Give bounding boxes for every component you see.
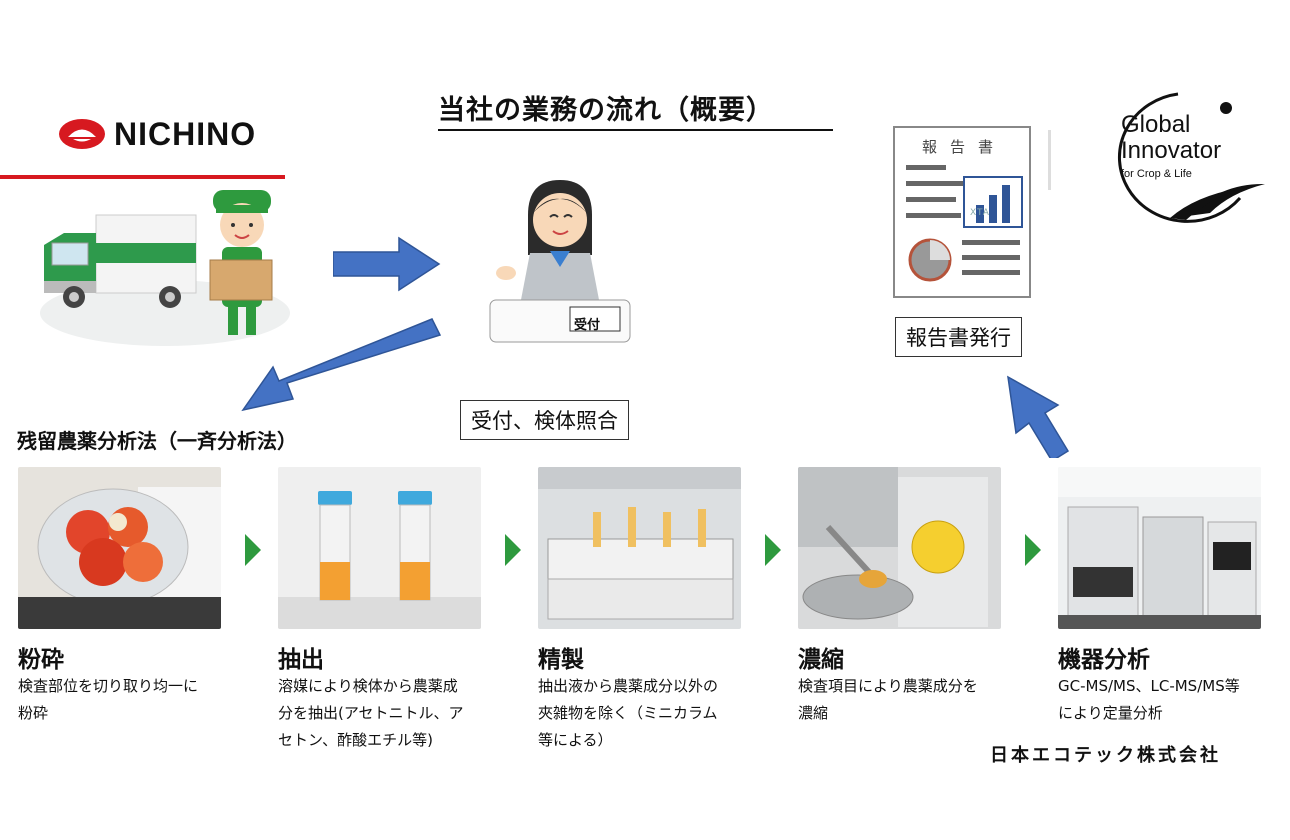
section-title: 残留農薬分析法（一斉分析法） xyxy=(17,429,297,453)
step-desc-1: 検査部位を切り取り均一に 粉砕 xyxy=(18,677,199,722)
report-label: 報告書発行 xyxy=(895,317,1022,357)
step-photo-extraction xyxy=(278,467,481,629)
reception-label: 受付、検体照合 xyxy=(460,400,629,440)
step-photo-instrument-analysis xyxy=(1058,467,1261,629)
step-title-4: 濃縮 xyxy=(798,647,844,673)
step-photo-purification xyxy=(538,467,741,629)
step-photo-crushing xyxy=(18,467,221,629)
step-title-3: 精製 xyxy=(538,647,584,673)
flow-arrow-up-left xyxy=(1007,375,1070,458)
step-arrow-4 xyxy=(1025,534,1041,566)
step-desc-3: 抽出液から農薬成分以外の 夾雑物を除く（ミニカラム 等による） xyxy=(538,677,719,749)
report-doc-title: 報告書 xyxy=(922,138,1007,156)
logo-underline xyxy=(0,175,285,179)
reception-illustration xyxy=(489,180,631,343)
step-arrow-2 xyxy=(505,534,521,566)
global-innovator-emblem xyxy=(1117,92,1265,223)
step-arrow-1 xyxy=(245,534,261,566)
company-name: 日本エコテック株式会社 xyxy=(990,745,1221,766)
report-watermark: XTA xyxy=(970,208,990,218)
step-title-2: 抽出 xyxy=(278,647,324,673)
step-photo-concentration xyxy=(798,467,1001,629)
flow-arrow-down-left xyxy=(241,318,442,412)
nichino-logo: NICHINO xyxy=(58,114,256,154)
step-desc-4: 検査項目により農薬成分を 濃縮 xyxy=(798,677,978,722)
global-innovator-line3: for Crop & Life xyxy=(1121,168,1192,180)
page-title: 当社の業務の流れ（概要） xyxy=(438,88,833,131)
report-document-illustration xyxy=(893,126,1051,298)
flow-arrow-right xyxy=(333,236,441,292)
delivery-truck-illustration xyxy=(40,190,290,346)
step-desc-5: GC-MS/MS、LC-MS/MS等 により定量分析 xyxy=(1058,677,1240,722)
global-innovator-line2: Innovator xyxy=(1121,137,1222,164)
nichino-mark-icon xyxy=(59,119,105,149)
step-arrow-3 xyxy=(765,534,781,566)
global-innovator-line1: Global xyxy=(1121,111,1191,138)
step-title-1: 粉砕 xyxy=(18,647,64,673)
step-title-5: 機器分析 xyxy=(1058,647,1150,673)
logo-text: NICHINO xyxy=(114,115,257,152)
step-desc-2: 溶媒により検体から農薬成 分を抽出(アセトニトル、ア セトン、酢酸エチル等) xyxy=(278,677,464,749)
reception-desk-sign: 受付 xyxy=(574,318,601,333)
